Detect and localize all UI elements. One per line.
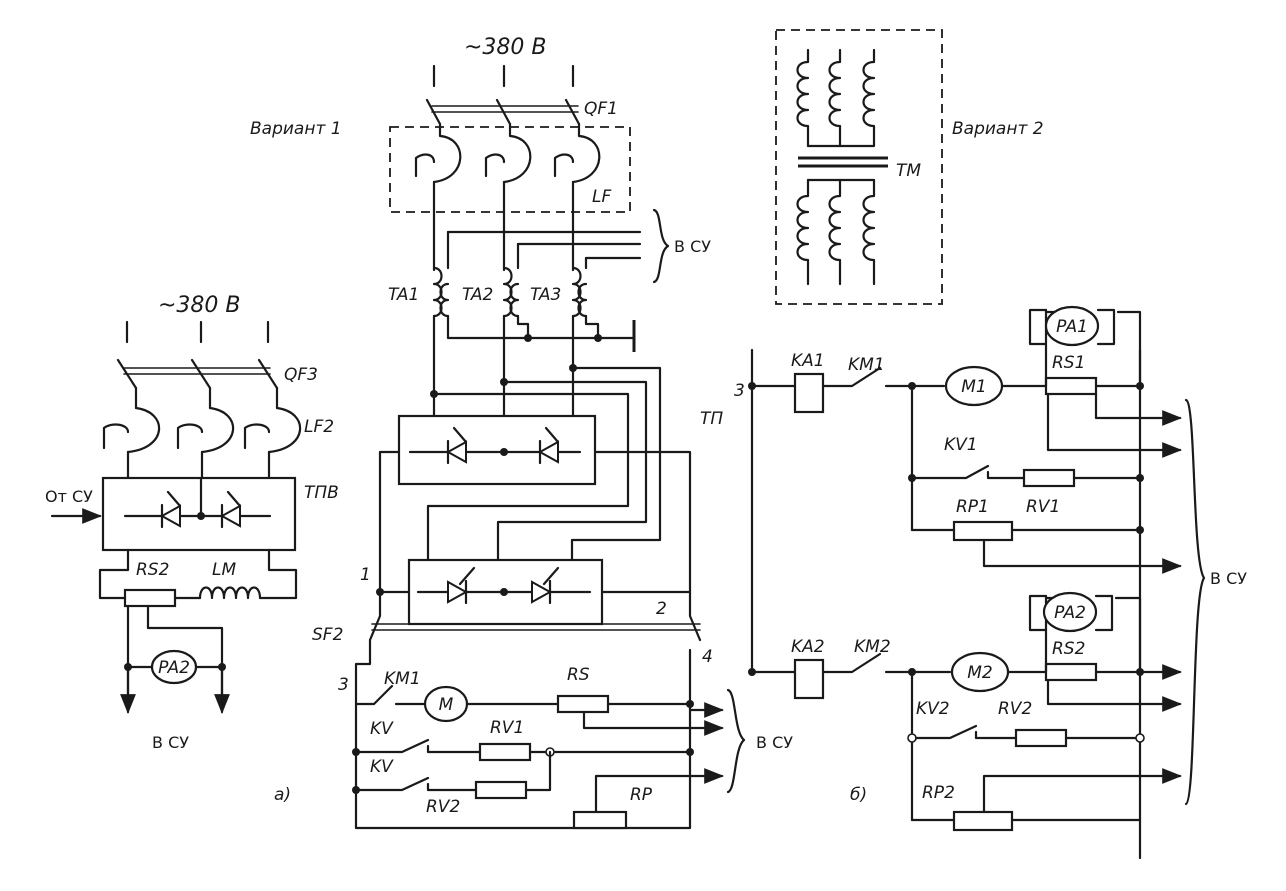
filter-lf-label: LF <box>592 187 611 207</box>
filter-lf2-label: LF2 <box>304 417 334 437</box>
main-supply-label: ~380 В <box>464 35 547 60</box>
field-winding-lm <box>198 586 272 600</box>
shunt-rs2-right-label: RS2 <box>1052 639 1085 659</box>
converter-tp-label: ТП <box>700 409 723 429</box>
shunt-rs <box>556 694 610 714</box>
relay-ka1 <box>793 372 825 414</box>
main-circuit: ~380 В QF1 Вариант 1 LF В СУ <box>250 35 793 830</box>
ammeter-pa2-left-label: PA2 <box>158 658 190 678</box>
contactor-km1-right-label: KM1 <box>848 355 885 375</box>
ammeter-pa2-right <box>1042 591 1098 633</box>
motor-m2-label: M2 <box>967 663 992 683</box>
resistor-rv2-main-label: RV2 <box>426 797 460 817</box>
motor-m-label: M <box>439 695 454 715</box>
shunt-rs2-left-label: RS2 <box>136 560 169 580</box>
ammeter-pa2-left <box>150 649 198 685</box>
relay-ka2-label: KA2 <box>791 637 825 657</box>
resistor-rv1-main-label: RV1 <box>490 718 524 738</box>
pot-rp2 <box>952 810 1014 832</box>
relay-ka1-label: KA1 <box>791 351 825 371</box>
breaker-qf1-label: QF1 <box>584 99 618 119</box>
right-node3-label: 3 <box>734 381 745 401</box>
transformer-tm <box>796 48 888 286</box>
ct-to-control-label: В СУ <box>674 237 711 256</box>
shunt-rs1 <box>1044 376 1098 396</box>
converter-tpv-label: ТПВ <box>304 483 339 503</box>
right-to-control-label: В СУ <box>1210 569 1247 588</box>
resistor-rv2-main <box>474 780 528 800</box>
resistor-rv1-right-label: RV1 <box>1026 497 1060 517</box>
relay-kv2-label: KV <box>370 757 394 777</box>
left-supply-label: ~380 В <box>158 293 241 318</box>
relay-kv2-right-label: KV2 <box>916 699 950 719</box>
main-to-control-label: В СУ <box>756 733 793 752</box>
caption-a: а) <box>274 785 291 805</box>
variant2: Вариант 2 TM <box>775 29 1044 305</box>
breaker-qf3 <box>116 358 279 410</box>
ammeter-pa1 <box>1044 305 1100 347</box>
thyristor-pair-tp-upper <box>408 426 582 465</box>
converter-tp-upper <box>397 414 597 486</box>
resistor-rv1-main <box>478 742 532 762</box>
relay-ka2 <box>793 658 825 700</box>
switch-sf2-label: SF2 <box>312 625 343 645</box>
resistor-rv2-right-label: RV2 <box>998 699 1032 719</box>
from-control-label: От СУ <box>45 487 93 506</box>
variant2-box <box>775 29 943 305</box>
ct-ta2-label: TA2 <box>462 285 493 305</box>
filter-lf2 <box>102 406 302 480</box>
variant1-label: Вариант 1 <box>250 119 342 139</box>
variant2-label: Вариант 2 <box>952 119 1044 139</box>
ct-ta3-label: TA3 <box>530 285 561 305</box>
contactor-km1-label: KM1 <box>384 669 421 689</box>
relay-kv1-label: KV <box>370 719 394 739</box>
field-winding-lm-label: LM <box>212 560 236 580</box>
shunt-rs1-label: RS1 <box>1052 353 1085 373</box>
shunt-rs-label: RS <box>567 665 590 685</box>
relay-kv1-right-label: KV1 <box>944 435 978 455</box>
pot-rp-main <box>572 810 628 830</box>
pot-rp2-label: RP2 <box>922 783 955 803</box>
ammeter-pa2-right-label: PA2 <box>1054 603 1086 623</box>
motor-m1-label: M1 <box>961 377 986 397</box>
node4-label: 4 <box>702 647 713 667</box>
thyristor-pair-tpv <box>123 476 272 529</box>
resistor-rv1-right <box>1022 468 1076 488</box>
contactor-km2-label: KM2 <box>854 637 891 657</box>
breaker-qf1 <box>425 98 581 126</box>
transformer-tm-label: TM <box>896 161 921 181</box>
thyristor-pair-tp-lower <box>416 566 592 605</box>
shunt-rs2-left <box>123 588 177 608</box>
pot-rp1 <box>952 520 1014 542</box>
pot-rp1-label: RP1 <box>956 497 989 517</box>
ct-ta1-label: TA1 <box>388 285 419 305</box>
shunt-rs2-right <box>1044 662 1098 682</box>
left-circuit: ~380 В QF3 LF2 ТПВ От СУ <box>45 293 339 752</box>
filter-lf <box>414 122 601 184</box>
left-to-control-label: В СУ <box>152 733 189 752</box>
node3-label: 3 <box>338 675 349 695</box>
caption-b: б) <box>850 785 867 805</box>
breaker-qf3-label: QF3 <box>284 365 318 385</box>
switch-sf2 <box>368 590 702 642</box>
pot-rp-main-label: RP <box>630 785 653 805</box>
node1-label: 1 <box>360 565 371 585</box>
node2-label: 2 <box>656 599 667 619</box>
current-transformers <box>432 266 588 318</box>
right-circuit: 3 KA1 KM1 M1 RS1 PA1 KV1 RP1 <box>734 305 1247 860</box>
resistor-rv2-right <box>1014 728 1068 748</box>
ammeter-pa1-label: PA1 <box>1056 317 1088 337</box>
